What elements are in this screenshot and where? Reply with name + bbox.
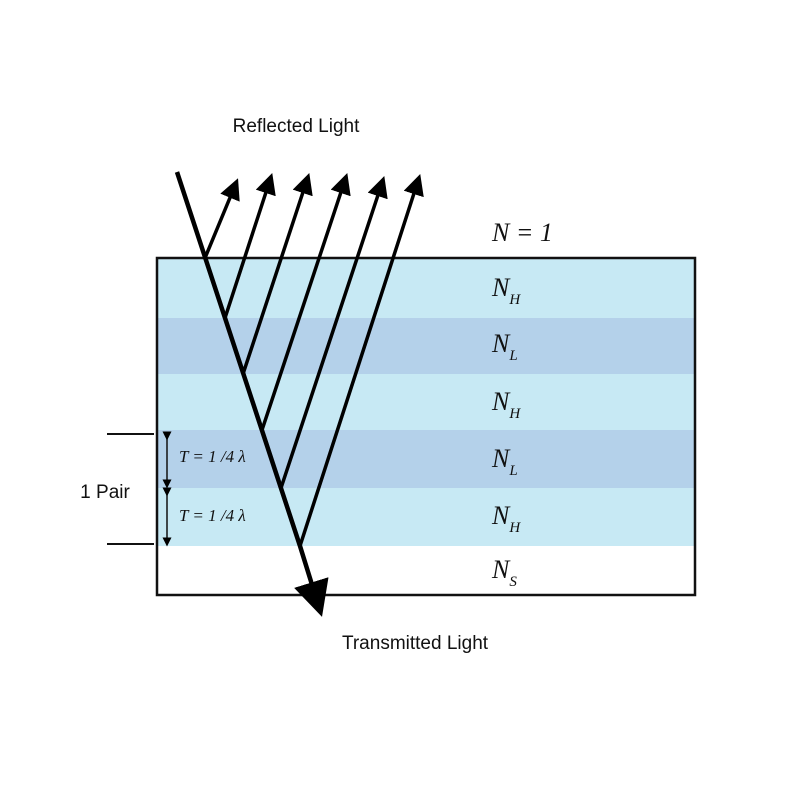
reflected-ray-2 [223, 173, 276, 319]
layer-label-nh-1: NH [491, 273, 521, 308]
layer-label-nl-2: NL [491, 444, 518, 479]
layer-label-nh-3: NH [491, 501, 521, 536]
layer-label-ns: NS [491, 555, 517, 590]
reflected-ray-6 [298, 174, 424, 547]
layer-nh-3 [157, 488, 695, 546]
transmitted-light-label: Transmitted Light [342, 633, 489, 654]
layer-nh-2 [157, 374, 695, 430]
reflected-rays [203, 173, 424, 547]
reflected-light-label: Reflected Light [233, 116, 360, 137]
pair-label: 1 Pair [80, 482, 130, 503]
reflected-ray-4 [260, 173, 351, 431]
layer-nl-1 [157, 318, 695, 374]
air-index-label: N = 1 [491, 218, 553, 247]
stack-border [155, 256, 697, 597]
layer-label-nl-1: NL [491, 329, 518, 364]
layer-nh-1 [157, 258, 695, 318]
reflected-ray-1 [203, 178, 240, 259]
thickness-label-1: T = 1 /4 λ [179, 447, 246, 466]
layer-labels: NH NL NH NL NH NS [491, 273, 521, 590]
reflected-ray-3 [241, 173, 313, 375]
layer-label-nh-2: NH [491, 387, 521, 422]
layer-nl-2 [157, 430, 695, 488]
layer-substrate [157, 546, 695, 595]
reflected-ray-5 [279, 176, 388, 489]
thickness-label-2: T = 1 /4 λ [179, 506, 246, 525]
